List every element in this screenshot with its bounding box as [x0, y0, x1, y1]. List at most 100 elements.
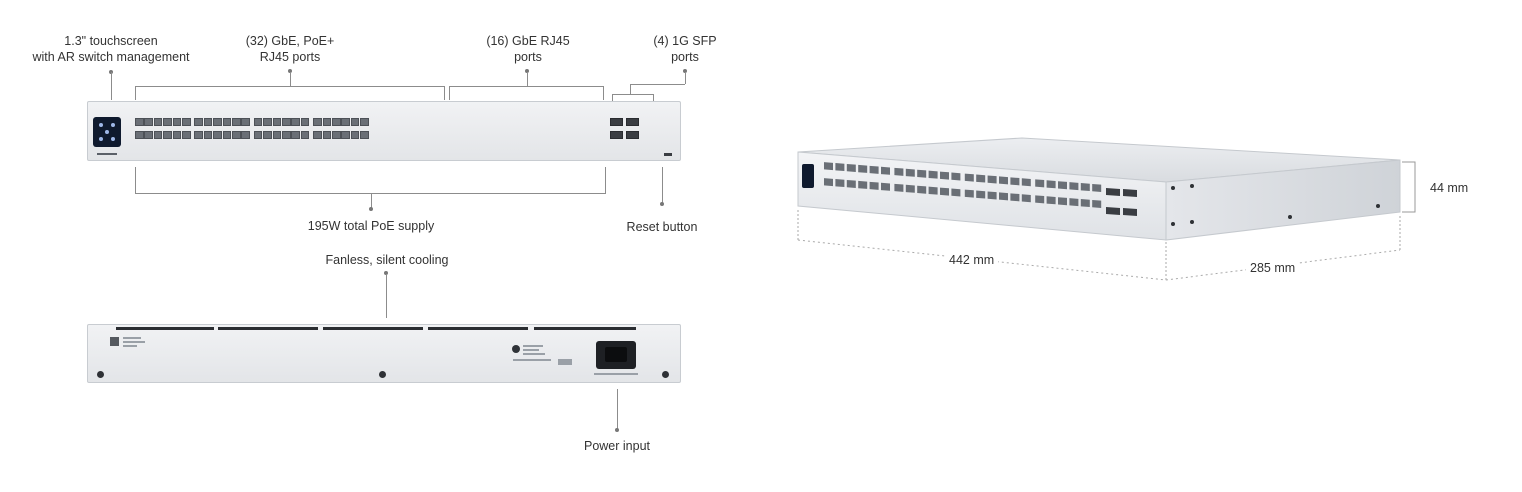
- rj45-port: [153, 131, 163, 139]
- rj45-port: [999, 176, 1008, 185]
- gbe-poe-bracket: [135, 86, 445, 87]
- rj45-port: [976, 190, 986, 199]
- rj45-port: [964, 173, 974, 182]
- rj45-port: [332, 118, 341, 126]
- rj45-port: [824, 178, 833, 187]
- rj45-port: [253, 118, 263, 126]
- rj45-port: [1080, 199, 1090, 208]
- rj45-port: [282, 118, 291, 126]
- power-rating-text: [594, 373, 638, 375]
- rj45-port: [213, 118, 222, 126]
- rj45-port: [241, 131, 251, 139]
- switch-rear-panel: [87, 324, 681, 383]
- rj45-port: [300, 118, 310, 126]
- rj45-port: [1021, 194, 1031, 203]
- gbe-rj45-bracket: [449, 86, 604, 87]
- gbe-poe-bracket-left: [135, 86, 136, 100]
- reset-button-callout: Reset button: [626, 220, 698, 234]
- certification-marks: [558, 359, 572, 365]
- gbe-rj45-bracket-left: [449, 86, 450, 100]
- rj45-port: [869, 181, 879, 190]
- power-callout-dot: [615, 428, 619, 432]
- rj45-port: [263, 118, 272, 126]
- rj45-port: [951, 172, 961, 181]
- rj45-port: [905, 184, 915, 193]
- rj45-port: [940, 171, 949, 180]
- rj45-port: [222, 131, 232, 139]
- product-label: [110, 337, 119, 346]
- depth-dimension-line: [1165, 249, 1401, 281]
- sfp-callout-branch: [630, 84, 685, 85]
- rj45-port: [894, 183, 904, 192]
- touchscreen-display: [93, 117, 121, 147]
- rj45-port: [1046, 180, 1056, 189]
- rj45-port: [858, 164, 868, 173]
- sfp-callout-stem: [684, 72, 686, 84]
- depth-dimension: 285 mm: [1246, 261, 1300, 275]
- rj45-port: [964, 189, 974, 198]
- power-input-callout: Power input: [583, 439, 650, 453]
- rj45-port: [846, 163, 856, 172]
- vent-slot: [534, 327, 636, 330]
- rj45-port: [846, 179, 856, 188]
- poe-callout-dot: [369, 207, 373, 211]
- rj45-port: [232, 118, 241, 126]
- sfp-bracket-stem: [630, 84, 631, 94]
- switch-front-panel: [87, 101, 681, 161]
- rj45-port: [172, 118, 182, 126]
- rj45-port: [1010, 193, 1020, 202]
- screw-icon: [662, 371, 669, 378]
- rj45-port: [905, 168, 915, 177]
- rj45-port: [332, 131, 341, 139]
- sfp-port: [626, 118, 639, 126]
- touchscreen-display: [802, 164, 814, 188]
- gbe-rj45-callout-dot: [525, 69, 529, 73]
- rj45-port: [360, 131, 369, 139]
- sfp-ports-callout: (4) 1G SFP ports: [653, 34, 717, 64]
- height-dimension-line: [1402, 161, 1416, 213]
- rj45-port: [341, 118, 351, 126]
- rj45-port: [194, 118, 204, 126]
- rj45-port: [172, 131, 182, 139]
- rj45-port: [917, 169, 927, 178]
- rj45-port: [300, 131, 310, 139]
- rj45-port: [917, 185, 927, 194]
- ubiquiti-logo: [512, 345, 520, 353]
- rj45-port: [1092, 183, 1102, 192]
- reset-callout-line: [662, 167, 663, 203]
- rj45-port: [153, 118, 163, 126]
- poe-bracket-right: [605, 167, 606, 194]
- rj45-port: [1092, 199, 1102, 208]
- rj45-port: [928, 170, 938, 179]
- rj45-port: [322, 118, 332, 126]
- rj45-port: [203, 118, 213, 126]
- poe-bracket-stem: [371, 194, 372, 208]
- rj45-port: [894, 167, 904, 176]
- certification-text: [523, 349, 539, 351]
- label-text: [123, 337, 141, 339]
- rj45-port: [1069, 182, 1079, 191]
- sfp-port: [610, 131, 623, 139]
- gbe-poe-ports-callout: (32) GbE, PoE+ RJ45 ports: [245, 34, 335, 64]
- certification-text: [523, 353, 545, 355]
- rj45-port: [291, 131, 301, 139]
- sfp-callout-dot: [683, 69, 687, 73]
- cooling-callout-line: [385, 274, 387, 318]
- switch-perspective-view: [797, 137, 1416, 281]
- sfp-port: [626, 131, 639, 139]
- rj45-port: [928, 186, 938, 195]
- rj45-port: [824, 162, 833, 171]
- rj45-port: [135, 118, 144, 126]
- rj45-port: [313, 118, 322, 126]
- vent-slot: [428, 327, 528, 330]
- rj45-port: [350, 131, 360, 139]
- rj45-port: [350, 118, 360, 126]
- rj45-port: [291, 118, 301, 126]
- rj45-port: [940, 187, 949, 196]
- rj45-port: [835, 179, 845, 188]
- power-input-socket: [596, 341, 636, 369]
- rj45-port: [999, 192, 1008, 201]
- rj45-port: [1021, 178, 1031, 187]
- poe-supply-callout: 195W total PoE supply: [307, 219, 435, 233]
- rj45-port: [313, 131, 322, 139]
